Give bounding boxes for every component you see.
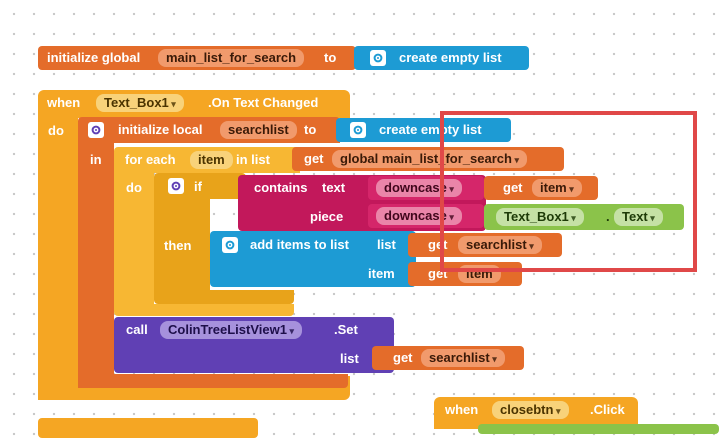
local-to-label: to bbox=[304, 122, 317, 137]
get-label: get bbox=[304, 151, 324, 166]
for-each-item-field[interactable]: item bbox=[190, 151, 233, 169]
call-list-label: list bbox=[340, 351, 359, 366]
gear-icon[interactable] bbox=[168, 178, 184, 194]
piece-label: piece bbox=[310, 209, 344, 224]
gear-icon[interactable] bbox=[370, 50, 386, 66]
text-label: text bbox=[322, 180, 346, 195]
item-dropdown[interactable]: item bbox=[532, 179, 582, 197]
when-label: when bbox=[47, 95, 81, 110]
searchlist-dropdown-2[interactable]: searchlist bbox=[421, 349, 505, 367]
add-items-label: add items to list bbox=[250, 237, 349, 252]
initialize-local-bottom bbox=[78, 374, 348, 388]
add-items-block[interactable] bbox=[210, 231, 416, 287]
partial-event-block[interactable] bbox=[38, 418, 258, 438]
closebtn-when-label: when bbox=[445, 402, 479, 417]
in-label: in bbox=[90, 152, 102, 167]
dot-label: . bbox=[606, 209, 610, 224]
gear-icon[interactable] bbox=[88, 122, 104, 138]
add-items-list-label: list bbox=[377, 237, 396, 252]
initialize-local-spine bbox=[78, 140, 114, 388]
for-each-label: for each bbox=[125, 152, 176, 167]
to-label: to bbox=[324, 50, 337, 65]
partial-green-block[interactable] bbox=[478, 424, 719, 434]
set-method-label: .Set bbox=[334, 322, 358, 337]
gear-icon[interactable] bbox=[222, 237, 238, 253]
event-component-dropdown[interactable]: Text_Box1 bbox=[96, 94, 184, 112]
event-block-spine bbox=[38, 110, 78, 400]
for-each-spine bbox=[114, 170, 154, 310]
textbox-component-dropdown[interactable]: Text_Box1 bbox=[496, 208, 584, 226]
gear-icon[interactable] bbox=[350, 122, 366, 138]
create-empty-list-label: create empty list bbox=[399, 50, 502, 65]
in-list-label: in list bbox=[236, 152, 270, 167]
listview-component-dropdown[interactable]: ColinTreeListView1 bbox=[160, 321, 302, 339]
do-label: do bbox=[48, 123, 64, 138]
event-name-label: .On Text Changed bbox=[208, 95, 319, 110]
add-items-item-label: item bbox=[368, 266, 395, 281]
if-bottom bbox=[154, 290, 294, 304]
local-name-field[interactable]: searchlist bbox=[220, 121, 297, 139]
global-list-dropdown[interactable]: global main_list_for_search bbox=[332, 150, 527, 168]
text-property-dropdown[interactable]: Text bbox=[614, 208, 663, 226]
get-searchlist-label-2: get bbox=[393, 350, 413, 365]
then-label: then bbox=[164, 238, 192, 253]
if-label: if bbox=[194, 179, 202, 194]
event-block[interactable] bbox=[38, 90, 350, 118]
closebtn-component-dropdown[interactable]: closebtn bbox=[492, 401, 569, 419]
get-item-label: get bbox=[503, 180, 523, 195]
global-name-field[interactable]: main_list_for_search bbox=[158, 49, 305, 67]
foreach-do-label: do bbox=[126, 180, 142, 195]
initialize-global-label: initialize global bbox=[47, 50, 141, 65]
create-empty-list-label-2: create empty list bbox=[379, 122, 482, 137]
highlight-box bbox=[440, 111, 697, 272]
contains-label: contains bbox=[254, 180, 308, 195]
if-spine bbox=[154, 195, 210, 300]
for-each-bottom bbox=[114, 304, 294, 316]
searchlist-dropdown[interactable]: searchlist bbox=[458, 236, 542, 254]
call-label: call bbox=[126, 322, 148, 337]
initialize-local-label: initialize local bbox=[118, 122, 203, 137]
closebtn-event-name-label: .Click bbox=[590, 402, 625, 417]
